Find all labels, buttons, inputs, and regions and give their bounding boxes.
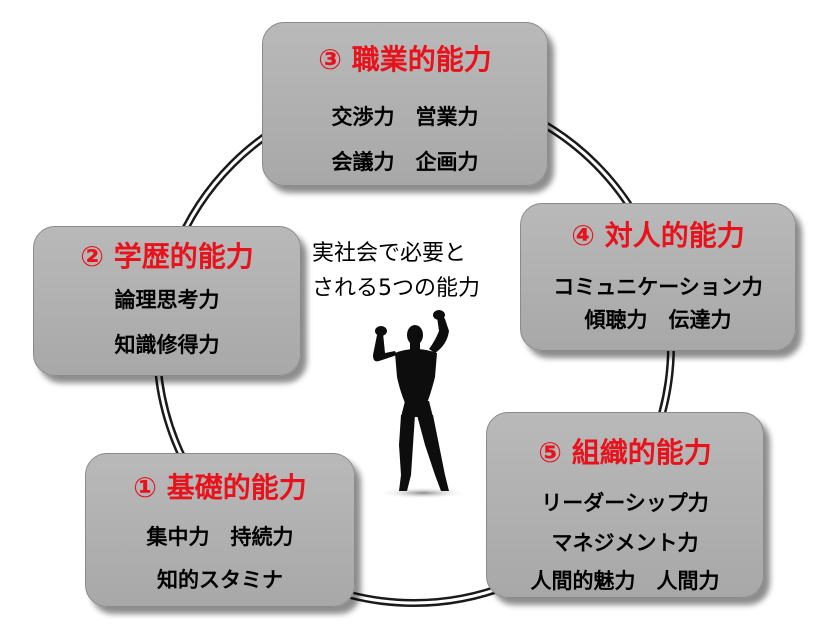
box-title: ③ 職業的能力: [318, 43, 492, 76]
box-line: 知的スタミナ: [157, 568, 283, 592]
box-line: 会議力 企画力: [331, 150, 479, 174]
box-organizational-ability: ⑤ 組織的能力 リーダーシップ力 マネジメント力 人間的魅力 人間力: [486, 412, 764, 598]
box-line: 集中力 持続力: [146, 525, 294, 549]
box-interpersonal-ability: ④ 対人的能力 コミュニケーション力 傾聴力 伝達力: [520, 203, 796, 351]
box-occupational-ability: ③ 職業的能力 交渉力 営業力 会議力 企画力: [262, 22, 548, 186]
center-caption-line: される5つの能力: [312, 276, 480, 301]
box-line: 論理思考力: [114, 288, 220, 312]
box-basic-ability: ① 基礎的能力 集中力 持続力 知的スタミナ: [85, 453, 355, 607]
box-line: 傾聴力 伝達力: [584, 308, 732, 332]
box-title: ② 学歴的能力: [80, 240, 254, 273]
bodybuilder-silhouette-icon: [373, 310, 467, 499]
box-line: 人間的魅力 人間力: [530, 569, 720, 593]
box-title: ⑤ 組織的能力: [538, 436, 712, 469]
box-line: コミュニケーション力: [553, 275, 763, 299]
box-line: マネジメント力: [551, 531, 699, 555]
box-academic-ability: ② 学歴的能力 論理思考力 知識修得力: [33, 226, 301, 376]
box-line: 交渉力 営業力: [331, 105, 479, 129]
box-line: 知識修得力: [114, 333, 220, 357]
center-caption-line: 実社会で必要と: [312, 241, 467, 266]
box-line: リーダーシップ力: [541, 491, 709, 515]
center-caption: 実社会で必要と される5つの能力: [312, 236, 522, 306]
box-title: ④ 対人的能力: [571, 219, 745, 252]
box-title: ① 基礎的能力: [133, 471, 307, 504]
